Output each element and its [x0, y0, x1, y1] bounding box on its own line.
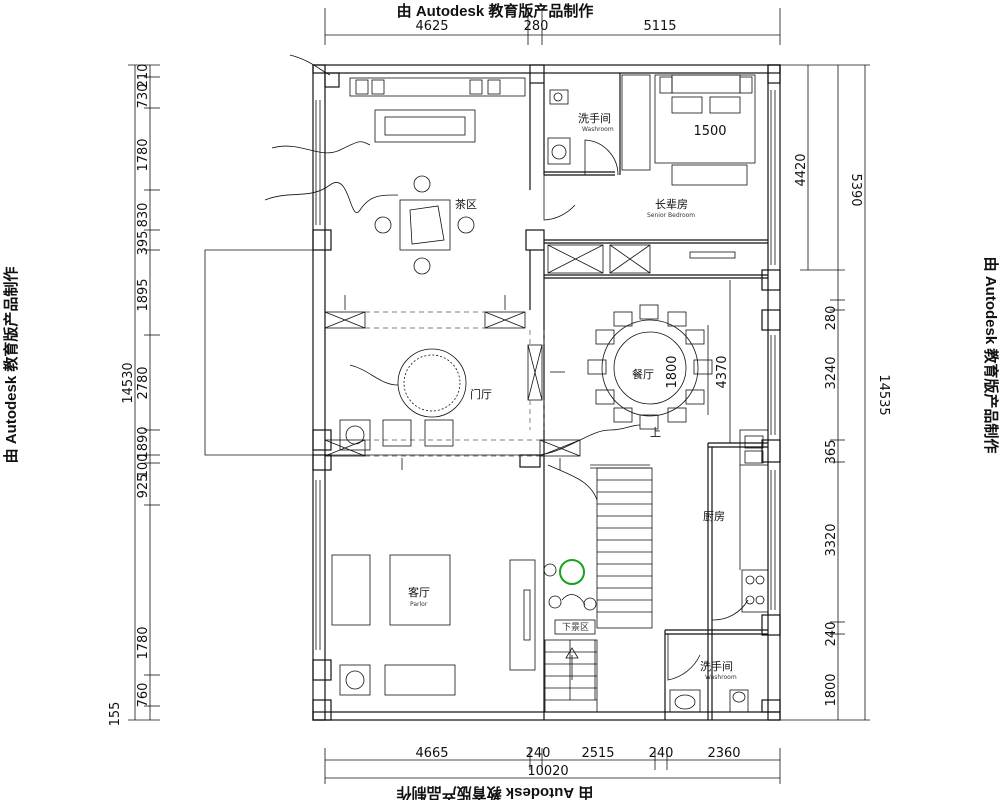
dim-top-3: 5115 — [643, 19, 676, 34]
dim-left-2: 730 — [136, 84, 151, 109]
watermark-bottom: 由 Autodesk 教育版产品制作 — [397, 784, 594, 800]
dim-right-extra: 4420 — [794, 153, 809, 186]
room-sublabel-elder-room: Senior Bedroom — [647, 212, 695, 219]
dim-left-4: 830 — [136, 203, 151, 228]
interior-walls — [325, 73, 768, 720]
dim-left-6: 1895 — [136, 278, 151, 311]
staircase: 上 下景区 — [543, 426, 661, 713]
exterior-walls — [312, 64, 781, 721]
room-label-dining: 餐厅 — [632, 367, 654, 381]
living-room: 客厅 Parlor — [324, 419, 581, 696]
dimension-right: 4420 5390 280 3240 365 3320 240 1800 145… — [780, 64, 891, 721]
washroom-bottom: 洗手间 Washroom — [667, 634, 749, 713]
dimension-top: 4625 280 5115 — [324, 8, 781, 45]
dim-left-13: 155 — [108, 702, 123, 727]
windows — [315, 90, 776, 650]
dim-left-7: 2780 — [136, 366, 151, 399]
dining-dim: 4370 — [715, 355, 730, 388]
dim-top-2: 280 — [524, 19, 549, 34]
dim-right-1: 5390 — [848, 173, 863, 206]
room-sublabel-washroom-bottom: Washroom — [705, 674, 737, 681]
dim-left-9: 100 — [136, 454, 151, 479]
bed-size: 1500 — [693, 124, 726, 139]
dim-left-10: 925 — [136, 474, 151, 499]
room-label-tea-area: 茶区 — [455, 198, 477, 211]
watermark-left: 由 Autodesk 教育版产品制作 — [2, 267, 20, 464]
dim-left-5: 395 — [136, 231, 151, 256]
room-label-foyer: 门厅 — [470, 387, 492, 401]
dim-right-5: 3320 — [824, 523, 839, 556]
dim-bottom-2: 240 — [526, 746, 551, 761]
landscape-plant — [559, 559, 585, 585]
stair-up-label: 上 — [650, 426, 661, 439]
dim-left-11: 1780 — [136, 626, 151, 659]
dim-right-3: 3240 — [824, 356, 839, 389]
table-size: 1800 — [665, 355, 680, 388]
room-label-washroom-top: 洗手间 — [578, 111, 611, 125]
dim-left-3: 1780 — [136, 138, 151, 171]
dim-bottom-1: 4665 — [415, 746, 448, 761]
external-corridor — [204, 249, 313, 456]
dim-bottom-total: 10020 — [527, 764, 568, 779]
dim-bottom-3: 2515 — [581, 746, 614, 761]
kitchen: 厨房 — [703, 429, 769, 621]
washroom-top: 洗手间 Washroom — [547, 74, 651, 176]
room-label-living: 客厅 — [408, 585, 430, 599]
dim-right-7: 1800 — [824, 673, 839, 706]
dimension-bottom: 4665 240 2515 240 2360 10020 — [324, 746, 781, 784]
dim-left-total: 14530 — [121, 362, 136, 403]
room-sublabel-living: Parlor — [410, 601, 428, 608]
watermark-top: 由 Autodesk 教育版产品制作 — [397, 2, 594, 20]
room-sublabel-washroom-top: Washroom — [582, 126, 614, 133]
dim-bottom-4: 240 — [649, 746, 674, 761]
dim-left-12: 760 — [136, 683, 151, 708]
foyer: 门厅 — [349, 330, 641, 456]
dim-bottom-5: 2360 — [707, 746, 740, 761]
elder-room: 1500 长辈房 Senior Bedroom — [543, 74, 756, 274]
dining-area: 餐厅 1800 4370 — [587, 304, 730, 430]
dim-top-1: 4625 — [415, 19, 448, 34]
dim-right-total: 14535 — [876, 374, 891, 415]
landscape-label: 下景区 — [562, 622, 589, 633]
watermark-right: 由 Autodesk 教育版产品制作 — [982, 257, 1000, 454]
room-label-washroom-bottom: 洗手间 — [700, 659, 733, 673]
dining-table — [601, 319, 699, 417]
dim-right-2: 280 — [824, 306, 839, 331]
room-label-kitchen: 厨房 — [703, 510, 725, 523]
dim-right-6: 240 — [824, 622, 839, 647]
tea-area: 茶区 — [264, 54, 526, 329]
dim-left-8: 1890 — [136, 426, 151, 459]
dimension-left: 210 730 1780 830 395 1895 2780 1890 100 … — [108, 64, 160, 727]
room-label-elder-room: 长辈房 — [655, 197, 688, 211]
dim-left-1: 210 — [136, 64, 151, 89]
dim-right-4: 365 — [824, 440, 839, 465]
